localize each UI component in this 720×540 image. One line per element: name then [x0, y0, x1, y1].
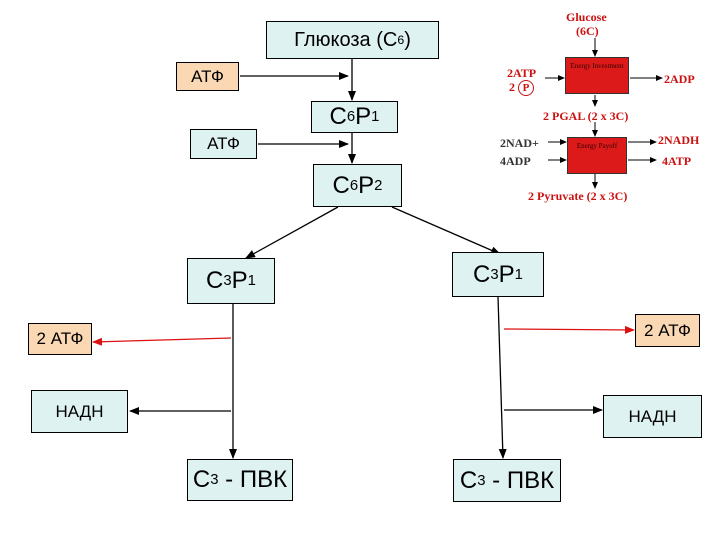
glucose-label: Глюкоза (С [294, 28, 398, 51]
inset-energy-investment-box: Energy Investment [565, 57, 629, 94]
inset-energy-payoff-box: Energy Payoff [567, 137, 627, 174]
c3p1-left-c: С [206, 267, 224, 294]
arrow-atp-left [92, 337, 232, 346]
inset-p-row: 2 P [509, 80, 534, 96]
inset-glucose-c: (6C) [576, 24, 599, 38]
inset-p-prefix: 2 [509, 80, 515, 94]
pvk-right-cs: 3 [477, 472, 486, 489]
pvk-right-c: С [459, 466, 478, 494]
atp-right-label: 2 АТФ [644, 320, 691, 340]
c6p1-c: С [329, 103, 347, 130]
inset-energy-payoff: Energy Payoff [576, 142, 618, 150]
atp-left-box: 2 АТФ [28, 323, 92, 355]
inset-energy-investment: Energy Investment [570, 62, 624, 70]
pvk-left-rest: - ПВК [218, 466, 288, 493]
c6p2-cs: 6 [349, 177, 359, 194]
nadh-right-label: НАДН [628, 406, 677, 426]
c3p1-right-p: Р [498, 260, 515, 288]
nadh-right-box: НАДН [603, 395, 702, 438]
phosphate-icon: P [518, 80, 534, 96]
arrow-atp-right [503, 325, 635, 334]
c6p2-p: Р [358, 171, 375, 199]
c6p1-p: Р [355, 103, 372, 130]
pvk-left-cs: 3 [210, 472, 219, 488]
c6p1-cs: 6 [346, 109, 356, 125]
c3p1-left-ps: 1 [247, 273, 256, 289]
nadh-left-box: НАДН [31, 390, 128, 433]
nadh-left-label: НАДН [55, 401, 104, 421]
atp-label-1: АТФ [191, 66, 224, 86]
atp-label-2: АТФ [207, 134, 240, 153]
inset-adp-in: 4ADP [500, 154, 531, 168]
inset-atp-in: 2ATP [507, 66, 537, 80]
arrow-split-left [245, 206, 339, 259]
glucose-sub: 6 [397, 33, 405, 47]
pvk-right-rest: - ПВК [485, 466, 555, 494]
c3p1-right-ps: 1 [514, 266, 523, 283]
c3p1-right-c: С [473, 260, 491, 288]
c3p1-left-p: Р [231, 267, 248, 294]
inset-adp-out: 2ADP [664, 72, 695, 86]
c3p1-left-cs: 3 [223, 273, 232, 289]
atp-left-label: 2 АТФ [36, 329, 84, 348]
inset-atp-out: 4ATP [662, 154, 692, 168]
inset-nadh-out: 2NADH [658, 133, 700, 147]
atp-box-1: АТФ [176, 62, 239, 91]
atp-box-2: АТФ [190, 129, 257, 159]
arrow-split-right [391, 206, 501, 255]
pvk-left-c: С [192, 466, 211, 493]
arrow-right-down [497, 296, 507, 459]
glucose-close: ) [404, 28, 411, 51]
inset-glucose: Glucose [566, 10, 607, 24]
c6p2-ps: 2 [374, 177, 383, 194]
inset-nad-in: 2NAD+ [500, 136, 539, 150]
c6p2-c: С [332, 171, 350, 199]
atp-right-box: 2 АТФ [635, 314, 700, 347]
c6p1-ps: 1 [371, 109, 380, 125]
inset-pgal: 2 PGAL (2 x 3C) [543, 109, 629, 123]
c3p1-right-cs: 3 [490, 266, 499, 283]
inset-pyruvate: 2 Pyruvate (2 x 3C) [528, 189, 628, 203]
